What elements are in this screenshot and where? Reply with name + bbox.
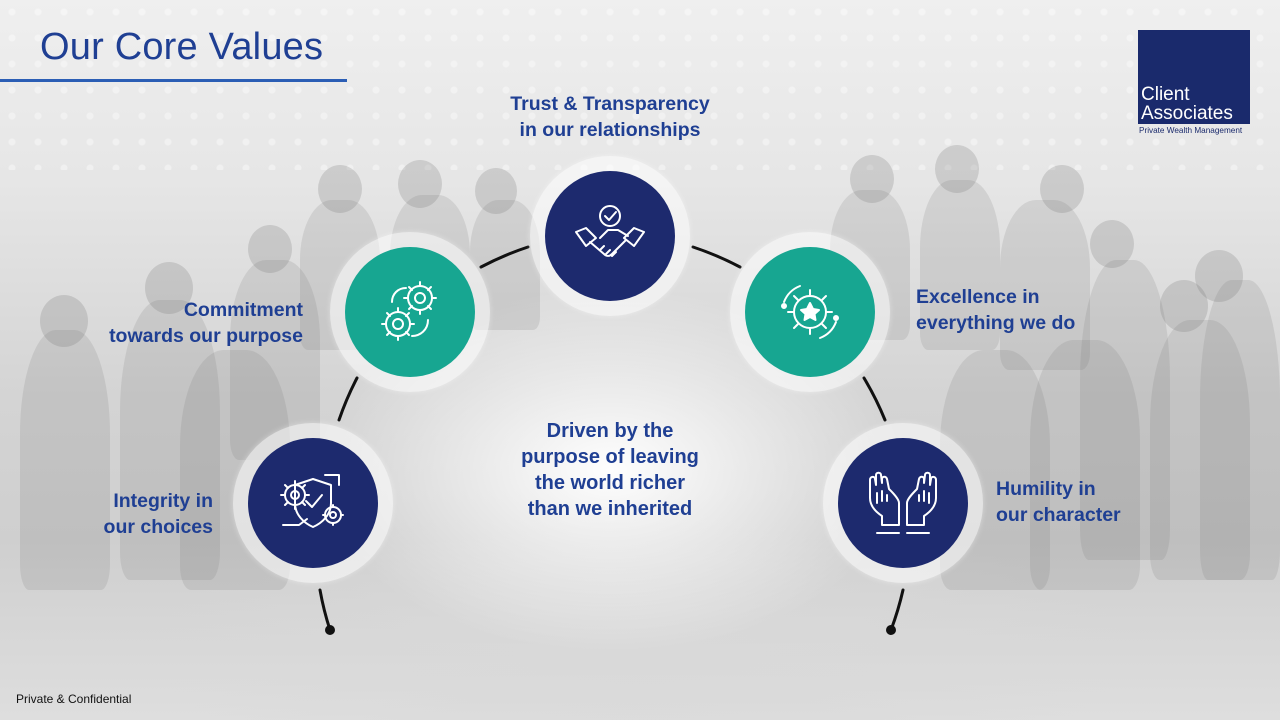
- footer-confidential: Private & Confidential: [16, 692, 132, 706]
- value-disc: [345, 247, 475, 377]
- value-line: Commitment: [183, 299, 303, 321]
- value-line: everything we do: [916, 312, 1076, 334]
- value-label-integrity: Integrity in our choices: [60, 488, 213, 540]
- value-line: our choices: [103, 516, 213, 538]
- logo-box: [1138, 30, 1250, 124]
- value-excellence: [730, 232, 890, 392]
- purpose-line: purpose of leaving: [521, 446, 699, 468]
- star-gear-icon: [781, 285, 839, 339]
- handshake-icon: [575, 205, 645, 257]
- value-disc: [248, 438, 378, 568]
- value-line: Humility in: [996, 478, 1096, 500]
- logo-line-1: Client: [1141, 84, 1190, 105]
- logo-tagline: Private Wealth Management: [1139, 126, 1243, 135]
- purpose-line: than we inherited: [527, 498, 693, 520]
- value-line: in our relationships: [519, 119, 701, 141]
- company-logo: Client Associates Private Wealth Managem…: [1138, 30, 1250, 136]
- value-trust: [530, 156, 690, 316]
- value-line: Integrity in: [113, 490, 213, 512]
- value-commitment: [330, 232, 490, 392]
- open-hands-icon: [869, 471, 937, 534]
- gears-icon: [381, 281, 437, 341]
- purpose-line: Driven by the: [546, 420, 674, 442]
- value-line: towards our purpose: [109, 325, 303, 347]
- value-disc: [838, 438, 968, 568]
- value-label-humility: Humility in our character: [996, 476, 1196, 528]
- value-label-trust: Trust & Transparency in our relationship…: [470, 91, 750, 143]
- value-label-commitment: Commitment towards our purpose: [80, 297, 303, 349]
- page-title: Our Core Values: [40, 26, 324, 68]
- shield-gears-icon: [280, 474, 344, 528]
- value-integrity: [233, 423, 393, 583]
- value-line: Trust & Transparency: [510, 93, 710, 115]
- value-line: our character: [996, 504, 1121, 526]
- value-line: Excellence in: [916, 286, 1040, 308]
- value-label-excellence: Excellence in everything we do: [916, 284, 1146, 336]
- purpose-line: the world richer: [534, 472, 686, 494]
- title-underline: [0, 79, 347, 82]
- value-disc: [545, 171, 675, 301]
- logo-line-2: Associates: [1141, 103, 1233, 124]
- purpose-statement: Driven by the purpose of leaving the wor…: [480, 418, 740, 522]
- value-humility: [823, 423, 983, 583]
